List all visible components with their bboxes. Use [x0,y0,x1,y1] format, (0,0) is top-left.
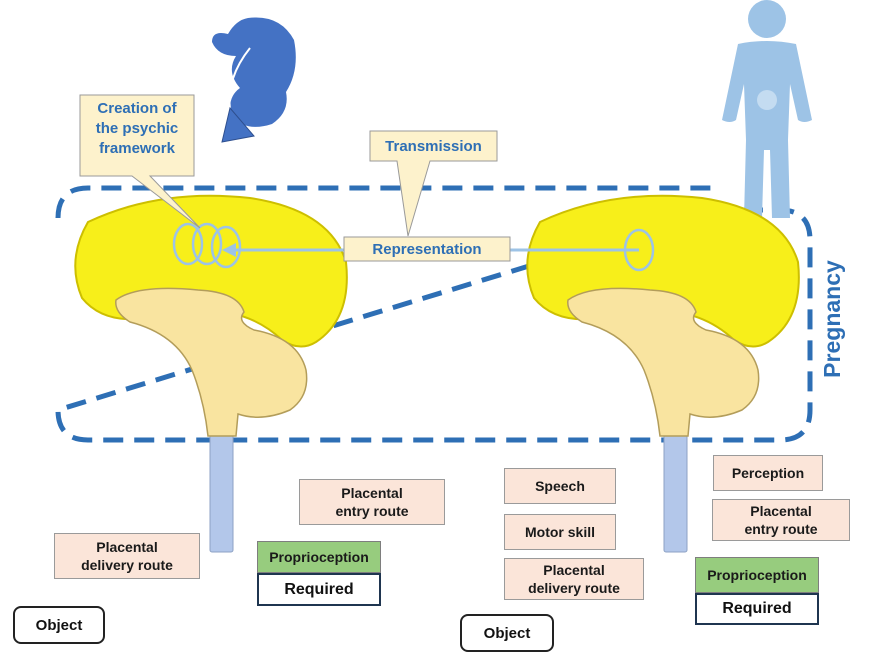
right-placental-entry-label: Placental entry route [712,499,850,541]
left-proprioception-label: Proprioception [257,541,381,573]
left-delivery-line-2: delivery route [81,557,173,573]
left-circle-2 [191,222,223,266]
right-object-label: Object [460,614,554,652]
right-brainstem [567,287,760,437]
creation-callout-text: Creation of the psychic framework [80,99,194,159]
left-placental-delivery-label: Placental delivery route [54,533,200,579]
left-brain [74,194,348,553]
right-spinal-cord [663,431,688,553]
left-spinal-cord [209,431,234,553]
left-brainstem [115,287,308,437]
right-speech-label: Speech [504,468,616,504]
fetus-figure [212,17,296,143]
transmission-callout-box [369,130,498,237]
pregnancy-frame [55,185,813,443]
left-circle-1 [172,222,204,266]
right-required-label: Required [695,593,819,625]
left-entry-line-1: Placental [341,485,403,501]
left-required-label: Required [257,573,381,606]
right-brain [526,194,800,553]
creation-line-3: framework [99,140,175,157]
transmission-label: Transmission [385,137,482,155]
representation-box [343,236,511,262]
right-proprioception-label: Proprioception [695,557,819,593]
right-motor-skill-label: Motor skill [504,514,616,550]
right-entry-line-2: entry route [744,521,818,537]
right-placental-delivery-label: Placental delivery route [504,558,644,600]
pregnancy-label: Pregnancy [819,260,845,378]
right-entry-line-1: Placental [750,503,812,519]
representation-label: Representation [372,240,482,258]
creation-callout-box [79,94,201,229]
right-delivery-line-1: Placental [543,562,605,578]
left-placental-entry-label: Placental entry route [299,479,445,525]
adult-figure [722,0,812,218]
creation-line-1: Creation of [97,100,177,117]
creation-line-2: the psychic [95,120,179,137]
left-circle-3 [210,225,242,269]
left-object-label: Object [13,606,105,644]
left-delivery-line-1: Placental [96,539,158,555]
representation-arrowhead [222,243,236,257]
left-entry-line-2: entry route [335,503,409,519]
right-perception-label: Perception [713,455,823,491]
right-delivery-line-2: delivery route [528,580,620,596]
